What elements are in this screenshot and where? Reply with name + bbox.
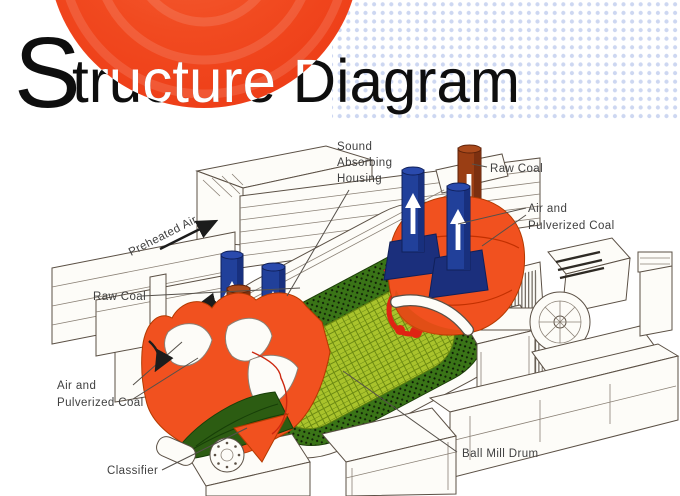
red-cable <box>251 351 288 435</box>
dot-pattern-decoration <box>332 2 680 122</box>
label-raw-coal-left: Raw Coal <box>93 291 146 303</box>
label-raw-coal-right: Raw Coal <box>490 163 543 175</box>
label-ball-mill-drum: Ball Mill Drum <box>462 448 539 460</box>
orange-swoosh <box>55 0 353 108</box>
title-rest-black: tructure Diagram <box>72 47 520 115</box>
flow-arrow-down-icon <box>148 340 174 373</box>
classifier-left <box>141 292 331 473</box>
header: tructure Diagram tructure Diagram S <box>14 0 680 129</box>
label-air-pulverized-left-2: Pulverized Coal <box>57 397 144 409</box>
label-sound-3: Housing <box>337 173 382 185</box>
bolt-circle <box>213 441 241 469</box>
label-sound-1: Sound <box>337 141 372 153</box>
air-pipe-right-1 <box>383 166 443 281</box>
label-classifier: Classifier <box>107 465 158 477</box>
page-title: tructure Diagram tructure Diagram S <box>14 17 520 129</box>
label-sound-2: Absorbing <box>337 157 392 169</box>
label-air-pulverized-right-1: Air and <box>528 203 567 215</box>
inspection-pipe <box>391 295 473 335</box>
label-air-pulverized-left-1: Air and <box>57 380 96 392</box>
label-air-pulverized-right-2: Pulverized Coal <box>528 220 615 232</box>
preheated-air-arrow-icon <box>159 219 219 251</box>
title-initial: S <box>14 17 81 129</box>
classifier-right <box>383 144 526 336</box>
air-pipe-right-2 <box>428 182 489 299</box>
foundation-pedestals <box>187 343 680 496</box>
